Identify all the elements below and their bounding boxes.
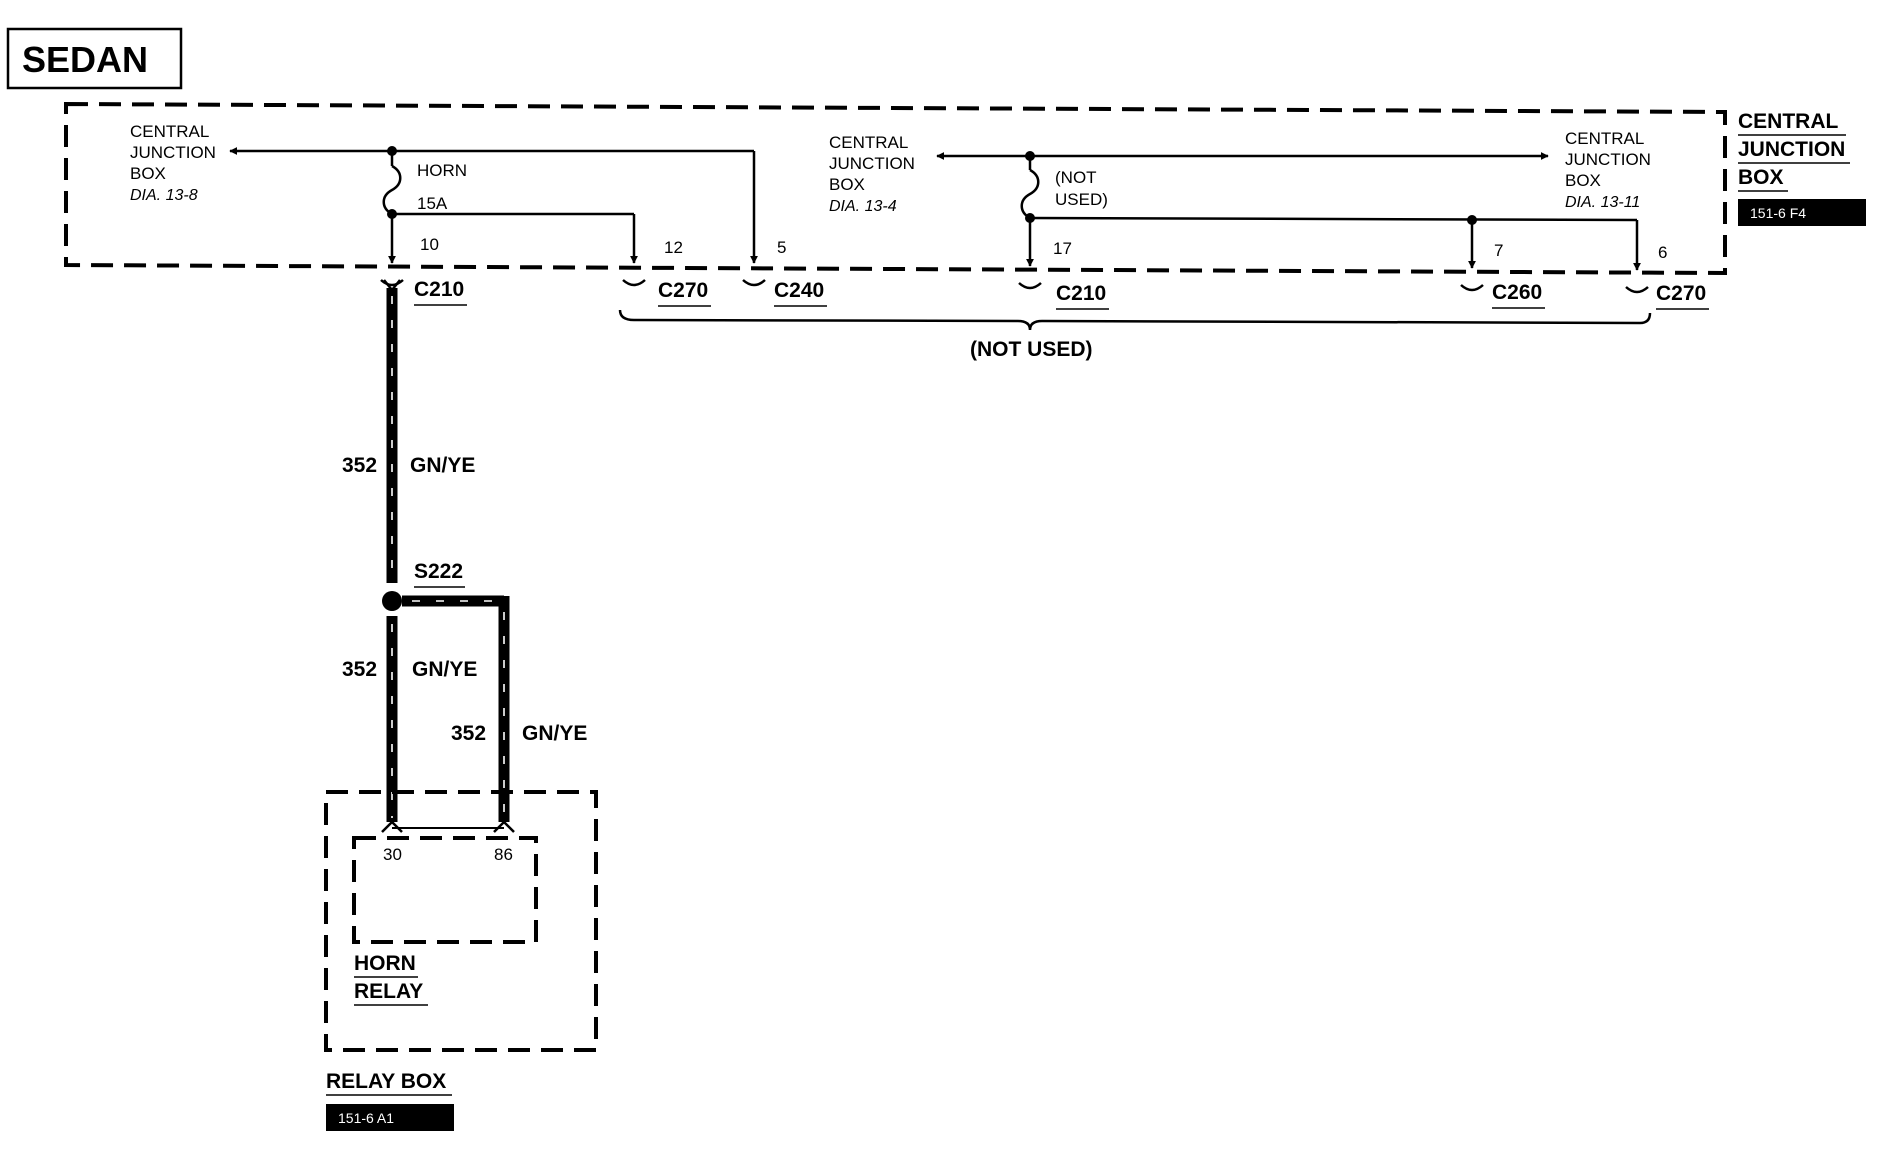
connector-c260: C260 [1492, 281, 1545, 309]
notused-fuse-line2: USED) [1055, 190, 1108, 209]
svg-text:BOX: BOX [130, 164, 166, 183]
pin-7: 7 [1494, 241, 1503, 260]
svg-text:C270: C270 [1656, 282, 1706, 305]
wire-pin86-circuit: 352 [451, 722, 486, 745]
connector-c210-main: C210 [414, 278, 467, 306]
connector-c270-right: C270 [1656, 282, 1709, 310]
relay-pin86: 86 [494, 845, 513, 864]
pin-10: 10 [420, 235, 439, 254]
connector-c240: C240 [774, 279, 827, 307]
svg-text:C210: C210 [1056, 282, 1106, 305]
splice-s222-dot [382, 591, 402, 611]
svg-text:C210: C210 [414, 278, 464, 301]
svg-text:C260: C260 [1492, 281, 1542, 304]
relay-box-label: RELAY BOX [326, 1070, 452, 1096]
not-used-label: (NOT USED) [970, 338, 1093, 361]
svg-text:CENTRAL: CENTRAL [1738, 110, 1838, 133]
relay-box-ref-chip [326, 1104, 454, 1131]
wire-352-branch [402, 595, 510, 822]
svg-text:DIA. 13-11: DIA. 13-11 [1565, 194, 1640, 211]
connector-c210-unused: C210 [1056, 282, 1109, 310]
horn-relay-label: HORN RELAY [354, 952, 428, 1006]
svg-text:DIA. 13-8: DIA. 13-8 [130, 187, 198, 204]
horn-fuse-icon [382, 164, 402, 216]
relay-box-ref-text: 151-6 A1 [338, 1110, 394, 1126]
svg-text:CENTRAL: CENTRAL [829, 133, 908, 152]
cjb-ref-text: 151-6 F4 [1750, 205, 1806, 221]
svg-text:DIA. 13-4: DIA. 13-4 [829, 198, 897, 215]
pin-6: 6 [1658, 243, 1667, 262]
connector-cups [380, 279, 1649, 294]
splice-s222-label: S222 [414, 560, 465, 588]
wire-352-main [383, 279, 401, 583]
relay-pin30: 30 [383, 845, 402, 864]
not-used-brace [618, 309, 1652, 331]
cjb-outline [64, 101, 1727, 276]
cjb-ref-mid: CENTRAL JUNCTION BOX DIA. 13-4 [829, 133, 915, 215]
cjb-ref-left: CENTRAL JUNCTION BOX DIA. 13-8 [130, 122, 216, 204]
relay-box-outline [324, 790, 598, 1052]
svg-text:RELAY: RELAY [354, 980, 423, 1003]
connector-c270-left: C270 [658, 279, 711, 307]
svg-text:C240: C240 [774, 279, 824, 302]
notused-fuse-icon [1020, 168, 1040, 220]
svg-text:BOX: BOX [1565, 171, 1601, 190]
svg-text:CENTRAL: CENTRAL [130, 122, 209, 141]
wire-main-color: GN/YE [410, 454, 475, 477]
svg-text:HORN: HORN [354, 952, 416, 975]
relay-pin86-terminal [493, 820, 515, 833]
svg-text:JUNCTION: JUNCTION [1738, 138, 1845, 161]
svg-text:BOX: BOX [1738, 166, 1784, 189]
wire-pin30-circuit: 352 [342, 658, 377, 681]
relay-pin30-terminal [381, 820, 403, 833]
pin-5: 5 [777, 238, 786, 257]
svg-text:S222: S222 [414, 560, 463, 583]
pin-17: 17 [1053, 239, 1072, 258]
title-box [6, 27, 183, 90]
wire-pin30-color: GN/YE [412, 658, 477, 681]
pin-12: 12 [664, 238, 683, 257]
cjb-ref-chip [1738, 199, 1866, 226]
svg-text:RELAY BOX: RELAY BOX [326, 1070, 446, 1093]
notused-fuse-line1: (NOT [1055, 168, 1097, 187]
horn-relay-outline [352, 836, 538, 944]
wire-pin86-color: GN/YE [522, 722, 587, 745]
horn-fuse-rating: 15A [417, 194, 448, 213]
svg-text:BOX: BOX [829, 175, 865, 194]
svg-text:C270: C270 [658, 279, 708, 302]
horn-fuse-name: HORN [417, 161, 467, 180]
cjb-label: CENTRAL JUNCTION BOX [1738, 110, 1850, 192]
svg-text:JUNCTION: JUNCTION [130, 143, 216, 162]
svg-text:JUNCTION: JUNCTION [1565, 150, 1651, 169]
svg-text:JUNCTION: JUNCTION [829, 154, 915, 173]
svg-text:CENTRAL: CENTRAL [1565, 129, 1644, 148]
page-title: SEDAN [22, 39, 148, 80]
wire-main-circuit: 352 [342, 454, 377, 477]
cjb-ref-right: CENTRAL JUNCTION BOX DIA. 13-11 [1565, 129, 1651, 211]
